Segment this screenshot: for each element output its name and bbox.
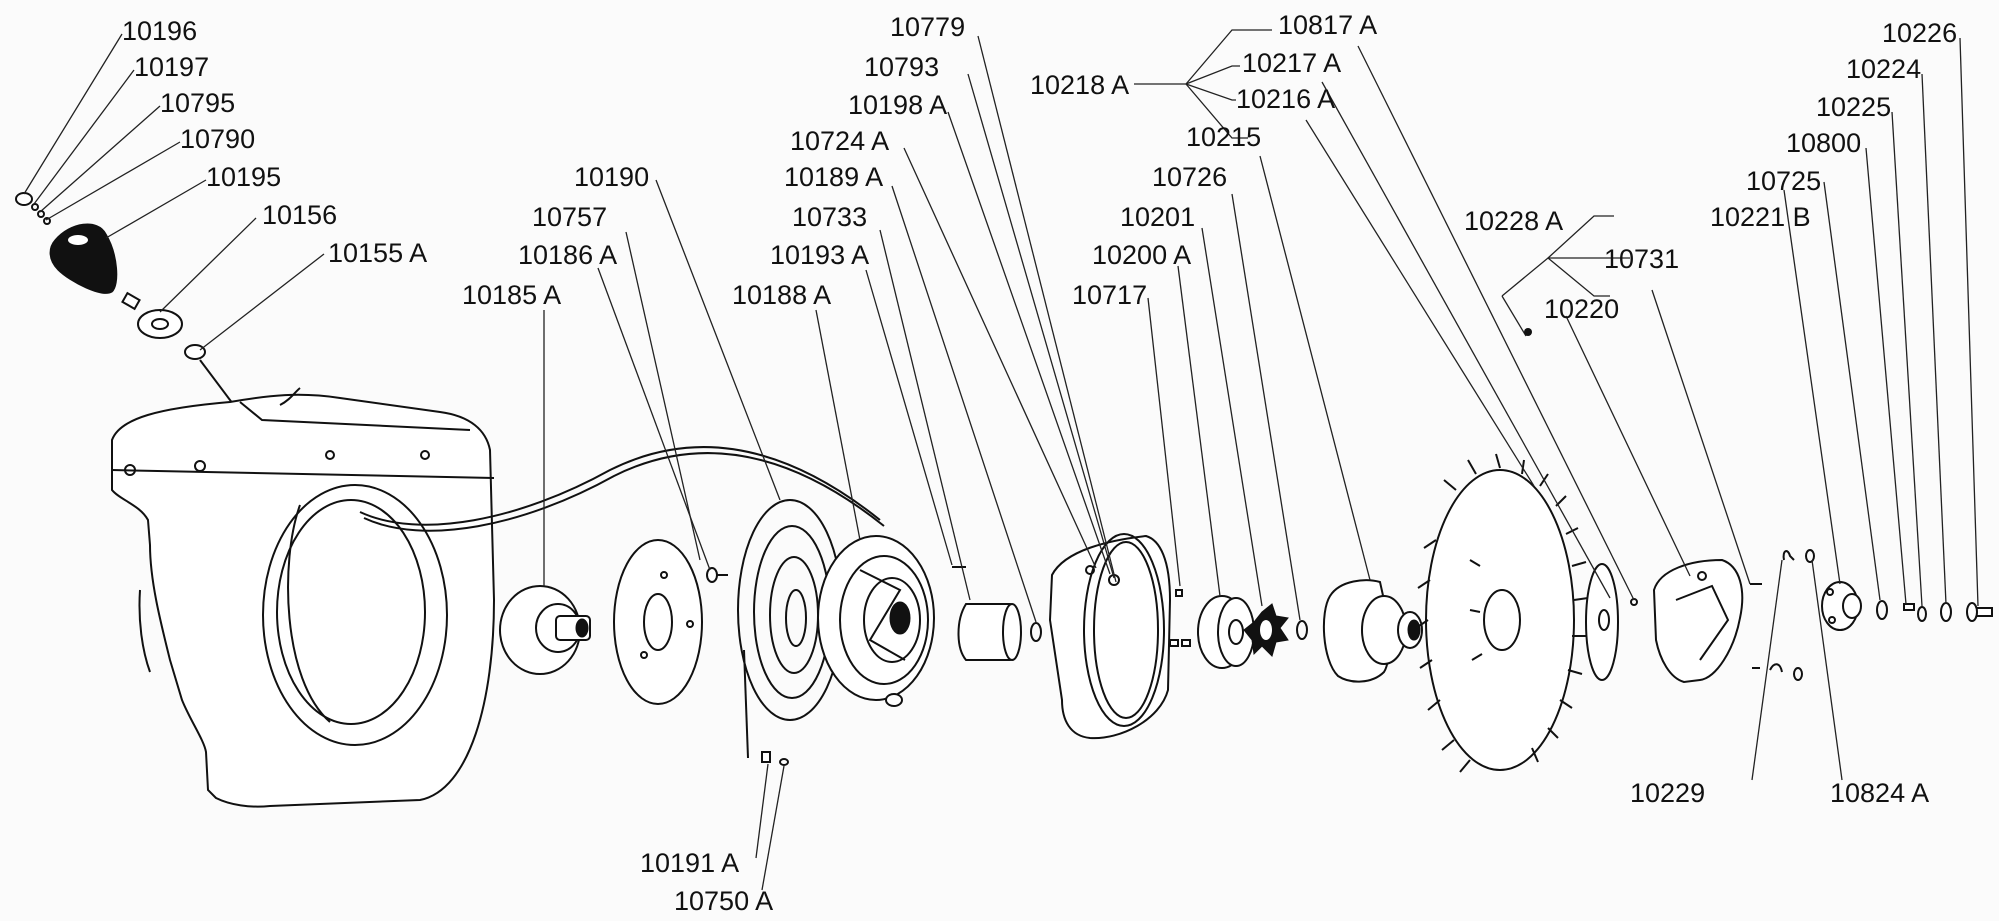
label-10193A: 10193 A [770,240,869,270]
hub-part [499,585,591,675]
label-10824A: 10824 A [1830,778,1929,808]
label-10188A: 10188 A [732,280,831,310]
label-10228A: 10228 A [1464,206,1563,236]
label-10201: 10201 [1120,202,1195,232]
bolt-stack [1876,600,1993,622]
label-10195: 10195 [206,162,281,192]
plate-part [613,539,703,705]
label-10221B: 10221 B [1710,202,1811,232]
fan-housing [111,387,496,808]
label-10200A: 10200 A [1092,240,1191,270]
sleeve-part [952,566,1042,661]
breaker-plate [1652,558,1744,684]
label-10185A: 10185 A [462,280,561,310]
label-10731: 10731 [1604,244,1679,274]
drum-part [1322,579,1423,683]
label-10156: 10156 [262,200,337,230]
label-10717: 10717 [1072,280,1147,310]
part-number-labels: 10196 10197 10795 10790 10195 10156 1015… [122,10,1957,916]
label-10724A: 10724 A [790,126,889,156]
label-10190: 10190 [574,162,649,192]
label-10793: 10793 [864,52,939,82]
star-washer [1243,603,1289,657]
label-10217A: 10217 A [1242,48,1341,78]
leader-lines [23,29,1979,891]
label-10225: 10225 [1816,92,1891,122]
label-10191A: 10191 A [640,848,739,878]
bearing-cap [1821,581,1862,631]
label-10224: 10224 [1846,54,1921,84]
small-pins [761,751,789,766]
screw-part [706,567,728,583]
label-10197: 10197 [134,52,209,82]
label-10220: 10220 [1544,294,1619,324]
clip-10726 [1296,620,1308,640]
cover-cup [1048,533,1172,740]
knob-part [49,223,118,294]
label-10750A: 10750 A [674,886,773,916]
label-10725: 10725 [1746,166,1821,196]
label-10226: 10226 [1882,18,1957,48]
label-10726: 10726 [1152,162,1227,192]
label-10817A: 10817 A [1278,10,1377,40]
spring-clips [1750,549,1815,681]
label-10229: 10229 [1630,778,1705,808]
label-10196: 10196 [122,16,197,46]
label-10800: 10800 [1786,128,1861,158]
fitting-part [121,291,183,339]
label-10155A: 10155 A [328,238,427,268]
cable-wire [359,446,881,526]
label-10779: 10779 [890,12,965,42]
label-10790: 10790 [180,124,255,154]
label-10215: 10215 [1186,122,1261,152]
label-10186A: 10186 A [518,240,617,270]
rod-part [184,344,237,409]
label-10189A: 10189 A [784,162,883,192]
cable-wire-inner [363,452,885,532]
starter-pulley [817,535,935,707]
label-10218A: 10218 A [1030,70,1129,100]
label-10216A: 10216 A [1236,84,1335,114]
label-10198A: 10198 A [848,90,947,120]
label-10795: 10795 [160,88,235,118]
stator-plate [1585,563,1638,681]
label-10757: 10757 [532,202,607,232]
label-10733: 10733 [792,202,867,232]
pins-10717 [1169,589,1191,647]
flywheel-part [1415,453,1589,773]
